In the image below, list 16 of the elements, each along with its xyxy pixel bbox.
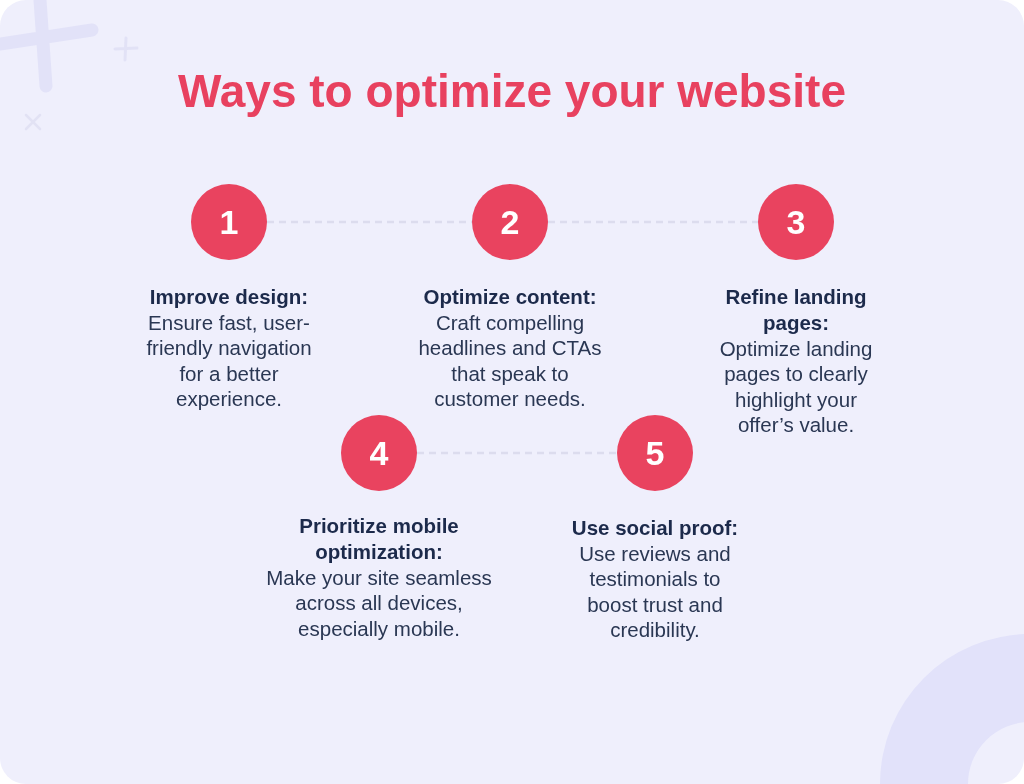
step-number-circle: 4 xyxy=(341,415,417,491)
step-number-circle: 1 xyxy=(191,184,267,260)
step-description: Craft compelling headlines and CTAs that speak to customer needs. xyxy=(417,310,603,412)
step-number-circle: 5 xyxy=(617,415,693,491)
step-description: Use reviews and testimonials to boost trust and credibility. xyxy=(578,541,732,643)
step-heading: Improve design: xyxy=(148,284,310,310)
title: Ways to optimize your website xyxy=(177,64,847,119)
step-heading: Use social proof: xyxy=(570,515,740,541)
step-number-circle: 3 xyxy=(758,184,834,260)
step-description: Optimize landing pages to clearly highlight your offer’s value. xyxy=(718,336,874,438)
step-heading: Prioritize mobile optimization: xyxy=(298,513,460,565)
step-description: Ensure fast, user-friendly navigation for a better experience. xyxy=(145,310,313,412)
step-number-circle: 2 xyxy=(472,184,548,260)
step-heading: Refine landing pages: xyxy=(724,284,868,336)
step-description: Make your site seamless across all devices, especially mobile. xyxy=(265,565,493,641)
step-heading: Optimize content: xyxy=(422,284,598,310)
